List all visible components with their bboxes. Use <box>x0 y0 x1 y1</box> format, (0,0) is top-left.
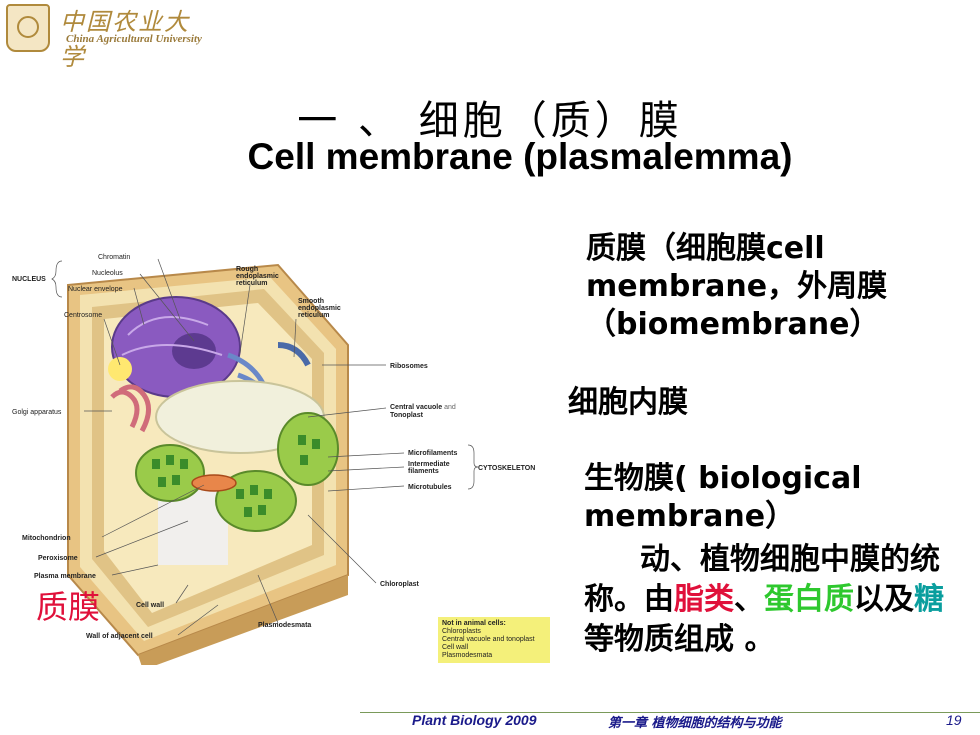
label-rough-er-1: Rough <box>236 266 258 273</box>
footer-page-number: 19 <box>946 712 962 728</box>
label-ribosomes: Ribosomes <box>390 363 428 370</box>
plant-cell-diagram: Chromatin NUCLEUS Nucleolus Nuclear enve… <box>12 254 550 665</box>
label-chromatin: Chromatin <box>98 254 130 261</box>
term-biomembrane: 生物膜( biological membrane） <box>584 461 862 534</box>
university-logo: 中国农业大学 China Agricultural University <box>6 4 206 71</box>
label-wall-adjacent-cell: Wall of adjacent cell <box>86 633 153 640</box>
label-rough-er-2: endoplasmic <box>236 273 279 280</box>
label-smooth-er-3: reticulum <box>298 312 330 319</box>
term-endomembrane: 细胞内膜 <box>568 385 688 420</box>
footer-divider <box>360 712 980 713</box>
label-plasmodesmata: Plasmodesmata <box>258 622 311 629</box>
logo-english-name: China Agricultural University <box>66 33 202 45</box>
keyword-sugar: 糖 <box>914 582 944 617</box>
label-cytoskeleton: CYTOSKELETON <box>478 465 535 472</box>
label-smooth-er-2: endoplasmic <box>298 305 341 312</box>
label-centrosome: Centrosome <box>64 312 102 319</box>
not-in-animal-item: Central vacuole and tonoplast <box>442 636 535 643</box>
footer-course: Plant Biology 2009 <box>412 712 537 728</box>
plasma-membrane-callout: 质膜 <box>36 588 101 626</box>
label-intermediate-1: Intermediate <box>408 461 450 468</box>
label-microtubules: Microtubules <box>408 484 452 491</box>
not-in-animal-item: Chloroplasts <box>442 628 481 635</box>
logo-chinese-name: 中国农业大学 <box>60 8 190 71</box>
label-chloroplast: Chloroplast <box>380 581 420 588</box>
not-in-animal-item: Cell wall <box>442 644 469 651</box>
label-mitochondrion: Mitochondrion <box>22 535 71 542</box>
definition-plasma-membrane: 质膜（细胞膜cell membrane，外周膜（biomembrane） <box>586 231 888 342</box>
label-intermediate-2: filaments <box>408 468 439 475</box>
label-peroxisome: Peroxisome <box>38 555 78 562</box>
keyword-lipid: 脂类 <box>674 582 734 617</box>
label-golgi: Golgi apparatus <box>12 409 62 416</box>
label-cell-wall: Cell wall <box>136 602 164 609</box>
biomembrane-description: 动、植物细胞中膜的统称。由脂类、蛋白质以及糖等物质组成 。 <box>584 542 944 657</box>
label-tonoplast: Tonoplast <box>390 412 424 419</box>
university-seal-icon <box>6 4 50 52</box>
label-nucleolus: Nucleolus <box>92 270 123 277</box>
not-in-animal-title: Not in animal cells: <box>442 620 506 627</box>
label-microfilaments: Microfilaments <box>408 450 458 457</box>
keyword-protein: 蛋白 <box>764 582 824 617</box>
label-central-vacuole: Central vacuole and <box>390 404 456 411</box>
label-smooth-er-1: Smooth <box>298 298 324 305</box>
slide-title-english: Cell membrane (plasmalemma) <box>247 136 793 177</box>
not-in-animal-item: Plasmodesmata <box>442 652 492 659</box>
label-rough-er-3: reticulum <box>236 280 268 287</box>
label-nuclear-envelope: Nuclear envelope <box>68 286 123 293</box>
label-nucleus: NUCLEUS <box>12 276 46 283</box>
label-plasma-membrane: Plasma membrane <box>34 573 96 580</box>
slide-title-chinese: 一 、 细胞（质）膜 <box>297 98 683 144</box>
footer-chapter: 第一章 植物细胞的结构与功能 <box>608 716 782 731</box>
